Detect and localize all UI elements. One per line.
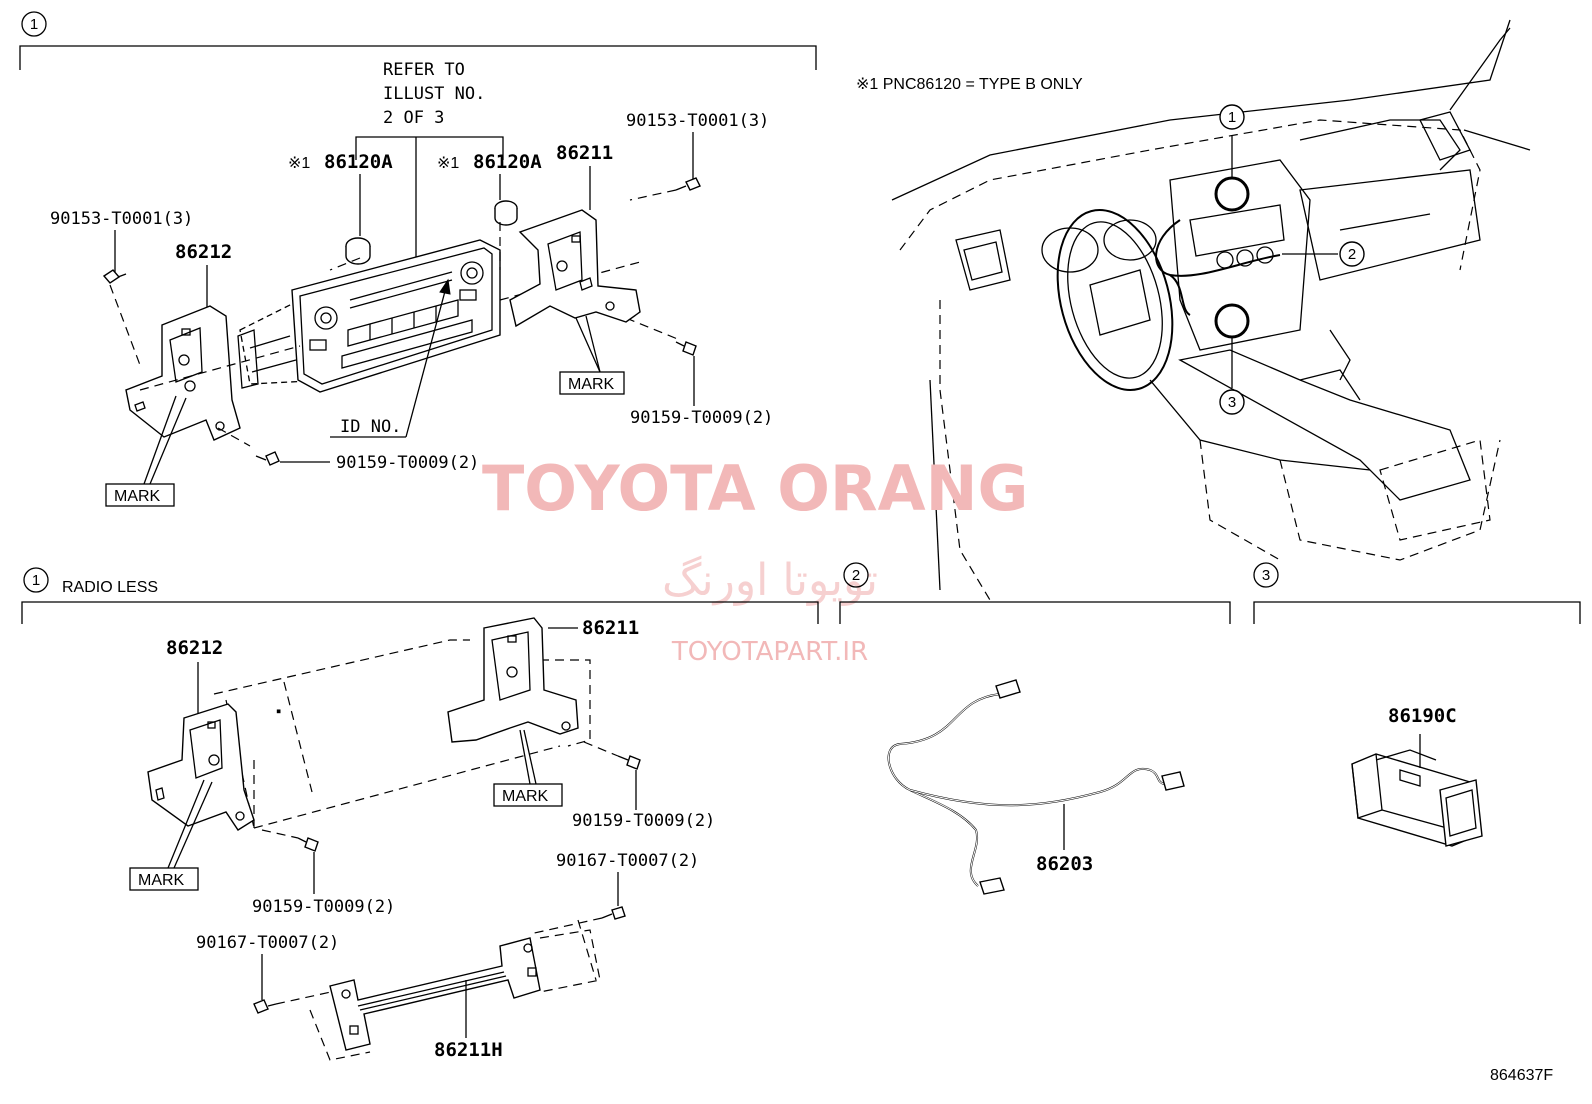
part-label-86190c: 86190C bbox=[1388, 705, 1457, 727]
mark-label-top-right: MARK bbox=[559, 315, 625, 395]
svg-text:ILLUST NO.: ILLUST NO. bbox=[383, 84, 485, 104]
svg-text:90153-T0001(3): 90153-T0001(3) bbox=[50, 209, 193, 229]
svg-text:90159-T0009(2): 90159-T0009(2) bbox=[630, 408, 773, 428]
svg-text:3: 3 bbox=[1228, 394, 1236, 411]
watermark: TOYOTA ORANG تویوتا اورنگ TOYOTAPART.IR bbox=[482, 452, 1028, 667]
svg-text:86211: 86211 bbox=[582, 617, 639, 639]
type-b-note: ※1 PNC86120 = TYPE B ONLY bbox=[856, 76, 1083, 93]
svg-text:2: 2 bbox=[1348, 246, 1356, 263]
id-no-label: ID NO. bbox=[330, 278, 451, 438]
svg-text:90159-T0009(2): 90159-T0009(2) bbox=[252, 897, 395, 917]
svg-text:2: 2 bbox=[852, 567, 860, 584]
bracket-86211h bbox=[309, 929, 601, 1061]
bracket-86212-lower bbox=[147, 703, 255, 831]
svg-text:86211H: 86211H bbox=[434, 1039, 503, 1061]
bracket-86211-top bbox=[509, 209, 641, 328]
svg-text:3: 3 bbox=[1262, 567, 1270, 584]
vehicle-callout-3: 3 bbox=[1219, 389, 1245, 415]
part-label-90167-left: 90167-T0007(2) bbox=[196, 933, 341, 1014]
svg-text:※1: ※1 bbox=[288, 155, 310, 172]
part-label-90159-lower-right: 90159-T0009(2) bbox=[572, 741, 715, 831]
part-label-90153-right: 90153-T0001(3) bbox=[626, 111, 769, 201]
part-label-86212-top: 86212 bbox=[175, 241, 232, 312]
knob-left bbox=[345, 237, 371, 265]
svg-text:TOYOTA ORANG: TOYOTA ORANG bbox=[482, 452, 1028, 525]
section-bracket-1 bbox=[19, 45, 817, 70]
wire-harness-86203 bbox=[887, 679, 1185, 895]
svg-text:86120A: 86120A bbox=[473, 151, 542, 173]
callout-number: 1 bbox=[30, 16, 38, 33]
vehicle-callout-2: 2 bbox=[1339, 241, 1365, 267]
illustration-id: 864637F bbox=[1490, 1067, 1553, 1084]
refer-to-note: REFER TO ILLUST NO. 2 OF 3 bbox=[355, 60, 504, 258]
part-label-86211h: 86211H bbox=[434, 980, 503, 1061]
alignment-lines-top bbox=[139, 222, 681, 447]
callout-1-radio-less: 1 RADIO LESS bbox=[23, 567, 158, 596]
part-label-90159-top-right: 90159-T0009(2) bbox=[630, 341, 773, 428]
svg-text:※1: ※1 bbox=[437, 155, 459, 172]
switch-86190c bbox=[1351, 734, 1483, 847]
callout-1-top: 1 bbox=[21, 11, 47, 37]
svg-text:86212: 86212 bbox=[166, 637, 223, 659]
section-bracket-2 bbox=[839, 601, 1231, 624]
svg-text:ID NO.: ID NO. bbox=[340, 417, 401, 437]
part-label-86120a-left: ※1 86120A bbox=[288, 151, 393, 236]
svg-text:86120A: 86120A bbox=[324, 151, 393, 173]
radio-head-unit bbox=[237, 239, 501, 393]
part-label-90159-lower-bottom: 90159-T0009(2) bbox=[252, 829, 395, 917]
part-label-86211-lower: 86211 bbox=[548, 617, 639, 639]
svg-text:MARK: MARK bbox=[568, 376, 615, 393]
svg-text:86211: 86211 bbox=[556, 142, 613, 164]
svg-text:2 OF 3: 2 OF 3 bbox=[383, 108, 444, 128]
svg-text:تویوتا اورنگ: تویوتا اورنگ bbox=[662, 555, 878, 606]
callout-2: 2 bbox=[843, 562, 869, 588]
vehicle-callout-1: 1 bbox=[1219, 104, 1245, 130]
part-label-86120a-right: ※1 86120A bbox=[437, 151, 542, 200]
svg-text:90159-T0009(2): 90159-T0009(2) bbox=[572, 811, 715, 831]
part-label-90167-right: 90167-T0007(2) bbox=[529, 851, 699, 981]
bracket-86211-lower bbox=[447, 617, 579, 743]
svg-text:90153-T0001(3): 90153-T0001(3) bbox=[626, 111, 769, 131]
radio-less-title: RADIO LESS bbox=[62, 579, 158, 596]
svg-text:1: 1 bbox=[1228, 109, 1236, 126]
section-bracket-radio-less bbox=[21, 601, 819, 624]
vehicle-dashboard-view bbox=[891, 19, 1531, 601]
part-label-90153-left: 90153-T0001(3) bbox=[50, 209, 193, 366]
part-label-90159-top-bottom: 90159-T0009(2) bbox=[255, 451, 479, 473]
mark-label-lower-left: MARK bbox=[129, 779, 213, 891]
part-label-86212-lower: 86212 bbox=[166, 637, 223, 714]
section-bracket-3 bbox=[1253, 601, 1581, 624]
svg-text:MARK: MARK bbox=[502, 788, 549, 805]
knob-right bbox=[494, 200, 518, 226]
svg-text:90167-T0007(2): 90167-T0007(2) bbox=[556, 851, 699, 871]
bracket-86212-top bbox=[125, 305, 241, 441]
svg-text:REFER TO: REFER TO bbox=[383, 60, 465, 80]
mark-label-top-left: MARK bbox=[105, 395, 187, 507]
svg-text:MARK: MARK bbox=[138, 872, 185, 889]
svg-text:90167-T0007(2): 90167-T0007(2) bbox=[196, 933, 339, 953]
part-label-86211-top: 86211 bbox=[556, 142, 613, 210]
part-label-86203: 86203 bbox=[1036, 853, 1093, 875]
svg-text:86212: 86212 bbox=[175, 241, 232, 263]
svg-text:MARK: MARK bbox=[114, 488, 161, 505]
svg-text:▪: ▪ bbox=[276, 703, 281, 720]
mark-label-lower-right: MARK bbox=[493, 729, 563, 807]
callout-3: 3 bbox=[1253, 562, 1279, 588]
svg-text:TOYOTAPART.IR: TOYOTAPART.IR bbox=[671, 637, 868, 667]
svg-text:90159-T0009(2): 90159-T0009(2) bbox=[336, 453, 479, 473]
svg-text:1: 1 bbox=[32, 572, 40, 589]
